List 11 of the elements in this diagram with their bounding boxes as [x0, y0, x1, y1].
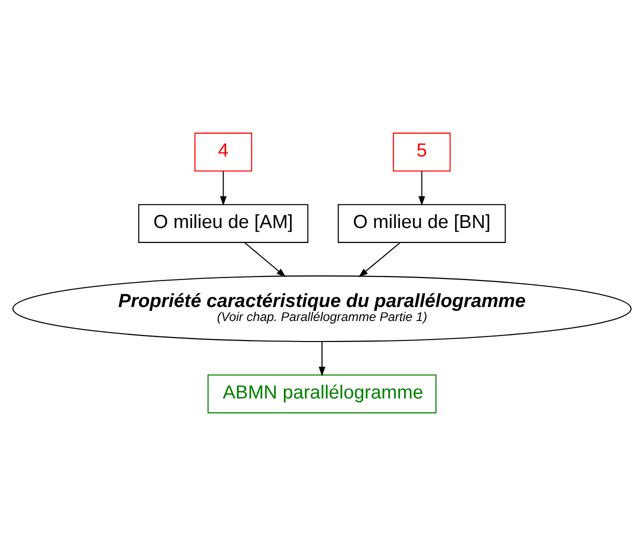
node-box: 5 [392, 132, 451, 172]
arrow [318, 342, 326, 376]
arrow [244, 242, 286, 278]
node-box: O milieu de [BN] [338, 204, 506, 243]
arrow [220, 171, 227, 206]
arrow [358, 242, 400, 278]
node-box: ABMN parallélogramme [208, 374, 436, 414]
arrow [418, 171, 426, 206]
node-ellipse: Propriété caractéristique du parallélogramme (Voir chap. Parallélogramme Partie 1) [12, 275, 632, 342]
node-box: 4 [194, 132, 252, 172]
node-box: O milieu de [AM] [138, 204, 308, 243]
